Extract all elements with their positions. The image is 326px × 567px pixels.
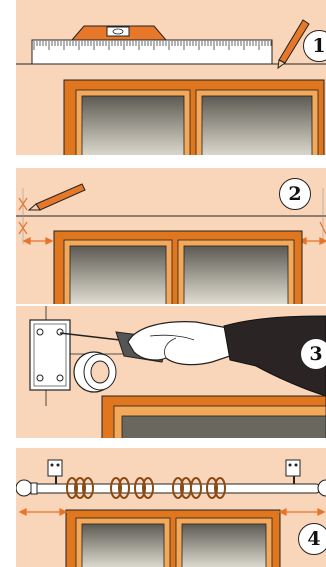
step-number-badge: 4 — [298, 523, 326, 555]
step-number-badge: 2 — [279, 178, 311, 210]
step-number: 2 — [288, 183, 301, 205]
bracket-icon — [30, 320, 70, 390]
step-4-panel: 4 — [16, 448, 326, 567]
spirit-level-icon — [72, 26, 166, 40]
window-glass-right — [182, 524, 266, 567]
window-glass-left — [70, 246, 166, 304]
step-1-panel: 1 — [16, 0, 326, 155]
gloved-hand — [128, 322, 236, 365]
window-glass-right — [184, 246, 288, 304]
step-1-illustration — [16, 0, 326, 155]
step-number: 4 — [307, 528, 320, 550]
step-number: 3 — [309, 343, 322, 365]
step-4-illustration — [16, 448, 326, 567]
step-number: 1 — [312, 35, 325, 57]
step-number-badge: 3 — [300, 338, 326, 370]
step-3-illustration — [16, 306, 326, 438]
ruler-icon — [32, 40, 272, 64]
window-glass-left — [82, 524, 164, 567]
step-3-panel: 3 — [16, 306, 326, 438]
window-frame — [54, 231, 302, 304]
window-frame — [66, 510, 280, 567]
window-frame — [102, 396, 326, 438]
tape-roll-icon — [74, 352, 116, 392]
window-glass-right — [202, 96, 312, 155]
window-glass-left — [82, 96, 184, 155]
step-2-panel: 2 — [16, 168, 326, 304]
window-frame — [64, 80, 324, 155]
